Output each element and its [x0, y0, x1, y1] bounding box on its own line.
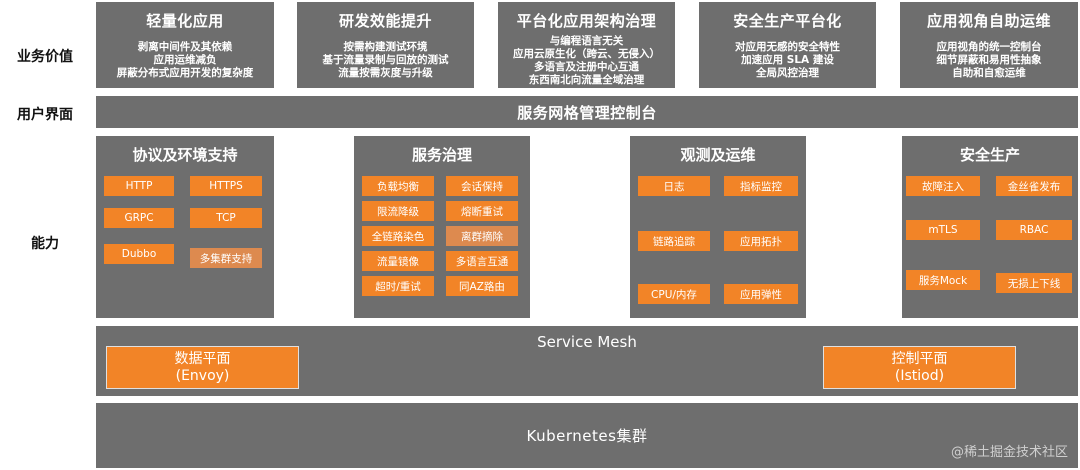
value-card-line: 细节屏蔽和易用性抽象 — [936, 54, 1042, 66]
value-card-line: 应用视角的统一控制台 — [936, 41, 1042, 53]
chip-logging: 日志 — [638, 176, 710, 196]
control-plane-subtitle: (Istiod) — [894, 367, 945, 384]
value-card-safe-production: 安全生产平台化 对应用无感的安全特性 加速应用 SLA 建设 全局风控治理 — [699, 2, 876, 88]
chip-service-mock: 服务Mock — [906, 270, 980, 290]
chip-multi-language: 多语言互通 — [446, 251, 518, 271]
chip-tracing: 链路追踪 — [638, 231, 710, 251]
value-card-line: 应用运维减负 — [153, 54, 217, 66]
control-plane-box: 控制平面 (Istiod) — [823, 346, 1016, 389]
capability-group-title: 协议及环境支持 — [132, 146, 238, 164]
control-plane-label: 控制平面 — [891, 350, 948, 367]
value-card-line: 多语言及注册中心互通 — [534, 61, 639, 73]
chip-circuit-breaker: 熔断重试 — [446, 201, 518, 221]
service-mesh-layer: Service Mesh 数据平面 (Envoy) 控制平面 (Istiod) — [96, 326, 1078, 396]
mesh-console-banner: 服务网格管理控制台 — [96, 96, 1078, 128]
value-card-line: 剥离中间件及其依赖 — [137, 41, 233, 53]
chip-tcp: TCP — [190, 208, 262, 228]
chip-fault-injection: 故障注入 — [906, 176, 980, 196]
chip-topology: 应用拓扑 — [724, 231, 798, 251]
chip-traffic-mirroring: 流量镜像 — [362, 251, 434, 271]
capability-group-protocol: 协议及环境支持 HTTP HTTPS GRPC TCP Dubbo 多集群支持 — [96, 136, 274, 318]
service-mesh-title: Service Mesh — [537, 333, 637, 351]
chip-mtls: mTLS — [906, 220, 980, 240]
value-card-title: 应用视角自助运维 — [926, 12, 1051, 30]
value-card-title: 平台化应用架构治理 — [516, 12, 657, 30]
value-card-line: 全局风控治理 — [756, 67, 819, 79]
value-card-line: 基于流量录制与回放的测试 — [322, 54, 449, 66]
value-card-title: 轻量化应用 — [146, 12, 224, 30]
value-card-platform-governance: 平台化应用架构治理 与编程语言无关 应用云原生化（跨云、无侵入） 多语言及注册中… — [498, 2, 675, 88]
chip-dubbo: Dubbo — [104, 244, 174, 264]
value-card-line: 加速应用 SLA 建设 — [741, 54, 834, 66]
capability-group-safe-production: 安全生产 故障注入 金丝雀发布 mTLS RBAC 服务Mock 无损上下线 — [902, 136, 1078, 318]
chip-cpu-memory: CPU/内存 — [638, 284, 710, 304]
capability-group-service-governance: 服务治理 负载均衡 会话保持 限流降级 熔断重试 全链路染色 离群摘除 流量镜像… — [354, 136, 530, 318]
value-card-line: 东西南北向流量全域治理 — [528, 74, 645, 86]
kubernetes-cluster-layer: Kubernetes集群 — [96, 403, 1078, 468]
chip-http: HTTP — [104, 176, 174, 196]
value-card-line: 自助和自愈运维 — [952, 67, 1026, 79]
chip-autoscaling: 应用弹性 — [724, 284, 798, 304]
chip-timeout-retry: 超时/重试 — [362, 276, 434, 296]
value-card-rd-efficiency: 研发效能提升 按需构建测试环境 基于流量录制与回放的测试 流量按需灰度与升级 — [297, 2, 474, 88]
value-card-line: 流量按需灰度与升级 — [338, 67, 433, 79]
row-label-user-interface: 用户界面 — [17, 107, 73, 123]
capability-group-title: 服务治理 — [411, 146, 472, 164]
chip-same-az-routing: 同AZ路由 — [446, 276, 518, 296]
chip-grpc: GRPC — [104, 208, 174, 228]
row-label-business-value: 业务价值 — [17, 49, 73, 65]
capability-group-title: 安全生产 — [959, 146, 1020, 164]
chip-canary-release: 金丝雀发布 — [996, 176, 1072, 196]
value-card-line: 应用云原生化（跨云、无侵入） — [513, 48, 660, 60]
capability-group-observability: 观测及运维 日志 指标监控 链路追踪 应用拓扑 CPU/内存 应用弹性 — [630, 136, 806, 318]
chip-graceful-online-offline: 无损上下线 — [996, 273, 1072, 293]
chip-https: HTTPS — [190, 176, 262, 196]
data-plane-subtitle: (Envoy) — [175, 367, 230, 384]
chip-full-link-coloring: 全链路染色 — [362, 226, 434, 246]
chip-session-affinity: 会话保持 — [446, 176, 518, 196]
value-card-line: 对应用无感的安全特性 — [735, 41, 840, 53]
row-label-capability: 能力 — [31, 236, 59, 252]
chip-rate-limit: 限流降级 — [362, 201, 434, 221]
chip-multi-cluster: 多集群支持 — [190, 248, 262, 268]
value-card-line: 按需构建测试环境 — [343, 41, 428, 53]
value-card-line: 与编程语言无关 — [549, 35, 624, 47]
chip-metrics: 指标监控 — [724, 176, 798, 196]
value-card-line: 屏蔽分布式应用开发的复杂度 — [116, 67, 254, 79]
data-plane-label: 数据平面 — [174, 350, 231, 367]
chip-load-balancing: 负载均衡 — [362, 176, 434, 196]
value-card-title: 安全生产平台化 — [733, 12, 842, 30]
capability-group-title: 观测及运维 — [680, 146, 756, 164]
chip-rbac: RBAC — [996, 220, 1072, 240]
chip-outlier-detection: 离群摘除 — [446, 226, 518, 246]
value-card-self-service-ops: 应用视角自助运维 应用视角的统一控制台 细节屏蔽和易用性抽象 自助和自愈运维 — [900, 2, 1078, 88]
data-plane-box: 数据平面 (Envoy) — [106, 346, 299, 389]
value-card-lightweight-app: 轻量化应用 剥离中间件及其依赖 应用运维减负 屏蔽分布式应用开发的复杂度 — [96, 2, 274, 88]
value-card-title: 研发效能提升 — [338, 12, 432, 30]
watermark: @稀土掘金技术社区 — [950, 445, 1068, 460]
